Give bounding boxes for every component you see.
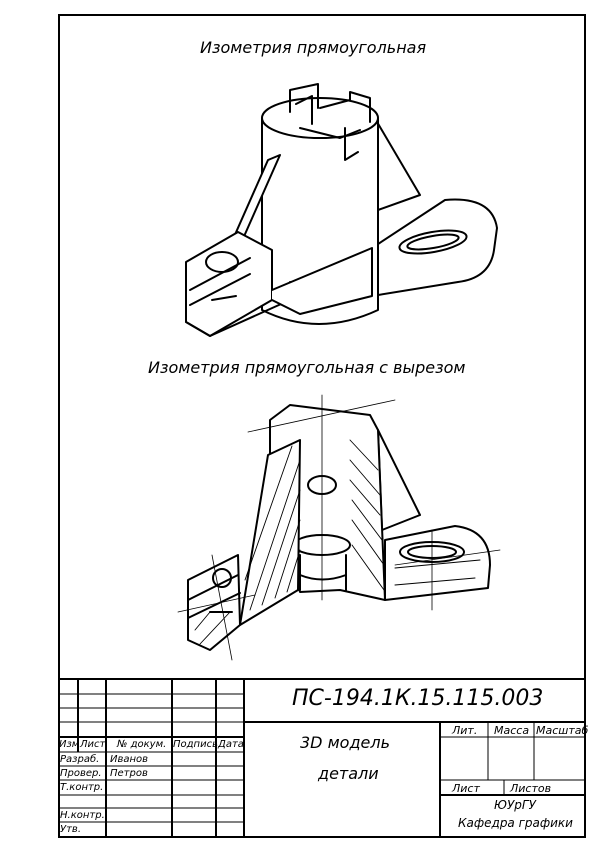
sheet-frame: [58, 14, 586, 838]
role-checked: Провер.: [60, 768, 102, 779]
name-developed: Иванов: [110, 754, 149, 765]
name-checked: Петров: [110, 768, 148, 779]
role-tech-control: Т.контр.: [60, 782, 104, 793]
cutaway-view: [177, 394, 501, 661]
header-doc-no: № докум.: [117, 739, 167, 750]
document-name-line1: 3D модель: [300, 733, 391, 752]
header-signature: Подпись: [173, 739, 218, 750]
header-sheets: Листов: [510, 782, 552, 795]
header-list: Лист: [80, 739, 106, 750]
header-scale: Масштаб: [536, 724, 589, 737]
organization-department: Кафедра графики: [458, 816, 573, 830]
header-izm: Изм: [59, 739, 80, 750]
caption-isometric-cutaway: Изометрия прямоугольная с вырезом: [148, 358, 466, 377]
organization-name: ЮУрГУ: [494, 798, 536, 812]
role-developed: Разраб.: [60, 754, 100, 765]
document-designation: ПС-194.1К.15.115.003: [292, 686, 544, 711]
isometric-view: [185, 83, 498, 337]
role-norm-control: Н.контр.: [60, 810, 105, 821]
header-sheet: Лист: [452, 782, 480, 795]
caption-isometric: Изометрия прямоугольная: [200, 38, 427, 57]
header-lit: Лит.: [452, 724, 478, 737]
header-date: Дата: [218, 739, 244, 750]
document-name-line2: детали: [318, 764, 379, 783]
role-approved: Утв.: [60, 824, 81, 835]
header-mass: Масса: [494, 724, 530, 737]
